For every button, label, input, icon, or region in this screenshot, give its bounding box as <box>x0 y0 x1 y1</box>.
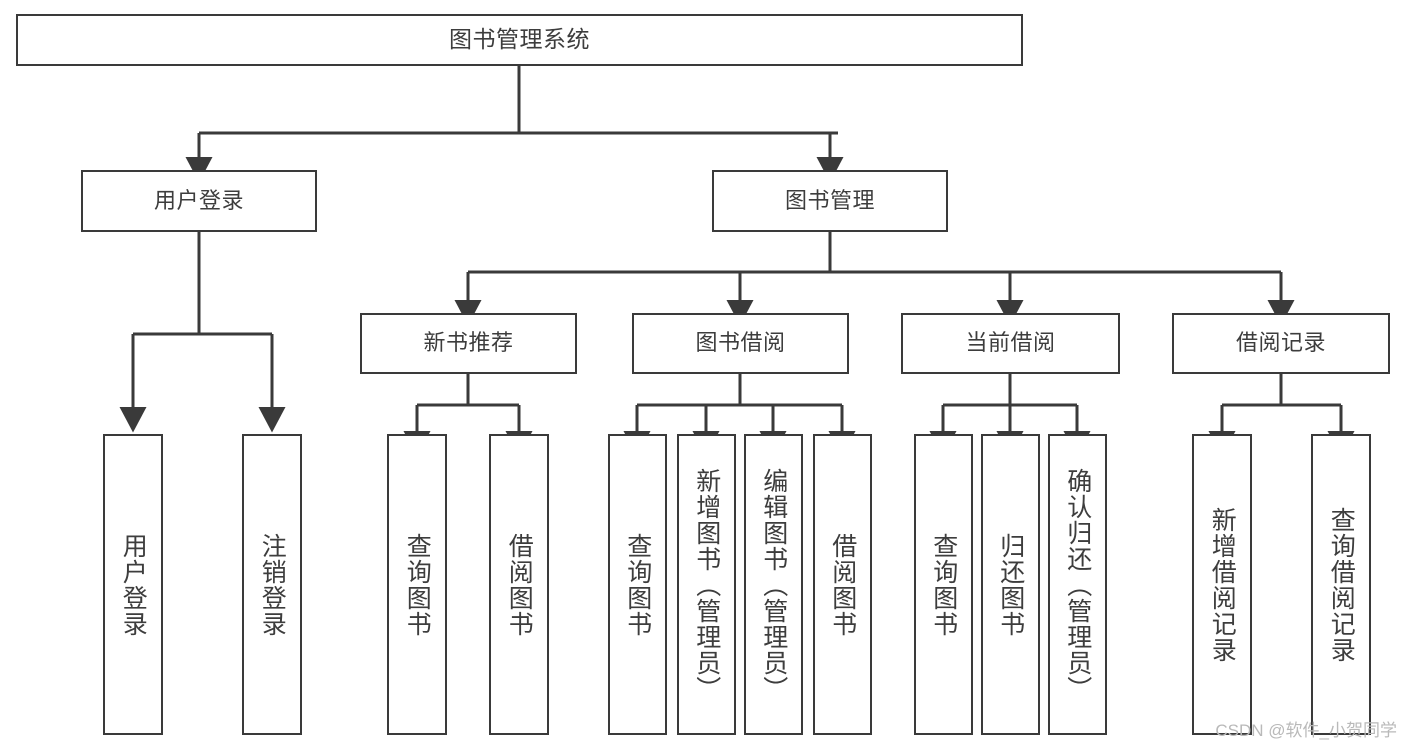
node-leaf-query-record[interactable]: 查询借阅记录 <box>1311 434 1371 735</box>
node-user-login[interactable]: 用户登录 <box>81 170 317 232</box>
node-leaf-query-book-1-label: 查询图书 <box>403 532 432 637</box>
node-leaf-query-book-2[interactable]: 查询图书 <box>608 434 667 735</box>
node-leaf-edit-book[interactable]: 编辑图书（管理员） <box>744 434 803 735</box>
node-new-book-recommendation-label: 新书推荐 <box>423 330 514 356</box>
node-leaf-return-book-label: 归还图书 <box>996 532 1025 637</box>
node-leaf-borrow-book-2-label: 借阅图书 <box>828 532 857 637</box>
node-book-management[interactable]: 图书管理 <box>712 170 948 232</box>
node-leaf-return-book[interactable]: 归还图书 <box>981 434 1040 735</box>
node-leaf-user-login[interactable]: 用户登录 <box>103 434 163 735</box>
node-leaf-user-login-label: 用户登录 <box>119 532 148 637</box>
node-root-book-management-system[interactable]: 图书管理系统 <box>16 14 1023 66</box>
node-leaf-query-book-1[interactable]: 查询图书 <box>387 434 447 735</box>
node-leaf-borrow-book-1-label: 借阅图书 <box>505 532 534 637</box>
node-leaf-borrow-book-1[interactable]: 借阅图书 <box>489 434 549 735</box>
node-leaf-confirm-return-label: 确认归还（管理员） <box>1063 467 1092 702</box>
node-leaf-confirm-return[interactable]: 确认归还（管理员） <box>1048 434 1107 735</box>
node-leaf-add-book[interactable]: 新增图书（管理员） <box>677 434 736 735</box>
node-book-management-label: 图书管理 <box>784 187 875 213</box>
node-leaf-query-book-3[interactable]: 查询图书 <box>914 434 973 735</box>
node-leaf-add-record[interactable]: 新增借阅记录 <box>1192 434 1252 735</box>
node-leaf-query-book-2-label: 查询图书 <box>623 532 652 637</box>
csdn-watermark: CSDN @软件_小贺同学 <box>1215 721 1397 740</box>
node-book-borrow-label: 图书借阅 <box>695 330 786 356</box>
node-current-borrow[interactable]: 当前借阅 <box>901 313 1120 374</box>
node-leaf-borrow-book-2[interactable]: 借阅图书 <box>813 434 872 735</box>
node-book-borrow[interactable]: 图书借阅 <box>632 313 849 374</box>
node-leaf-edit-book-label: 编辑图书（管理员） <box>759 467 788 702</box>
node-leaf-query-record-label: 查询借阅记录 <box>1327 506 1356 663</box>
node-root-label: 图书管理系统 <box>449 26 590 53</box>
node-leaf-add-record-label: 新增借阅记录 <box>1208 506 1237 663</box>
node-new-book-recommendation[interactable]: 新书推荐 <box>360 313 577 374</box>
node-leaf-logout-login[interactable]: 注销登录 <box>242 434 302 735</box>
node-leaf-add-book-label: 新增图书（管理员） <box>692 467 721 702</box>
node-user-login-label: 用户登录 <box>153 187 244 213</box>
node-leaf-logout-login-label: 注销登录 <box>258 532 287 637</box>
node-leaf-query-book-3-label: 查询图书 <box>929 532 958 637</box>
node-borrow-record[interactable]: 借阅记录 <box>1172 313 1390 374</box>
node-borrow-record-label: 借阅记录 <box>1235 330 1326 356</box>
node-current-borrow-label: 当前借阅 <box>965 330 1056 356</box>
